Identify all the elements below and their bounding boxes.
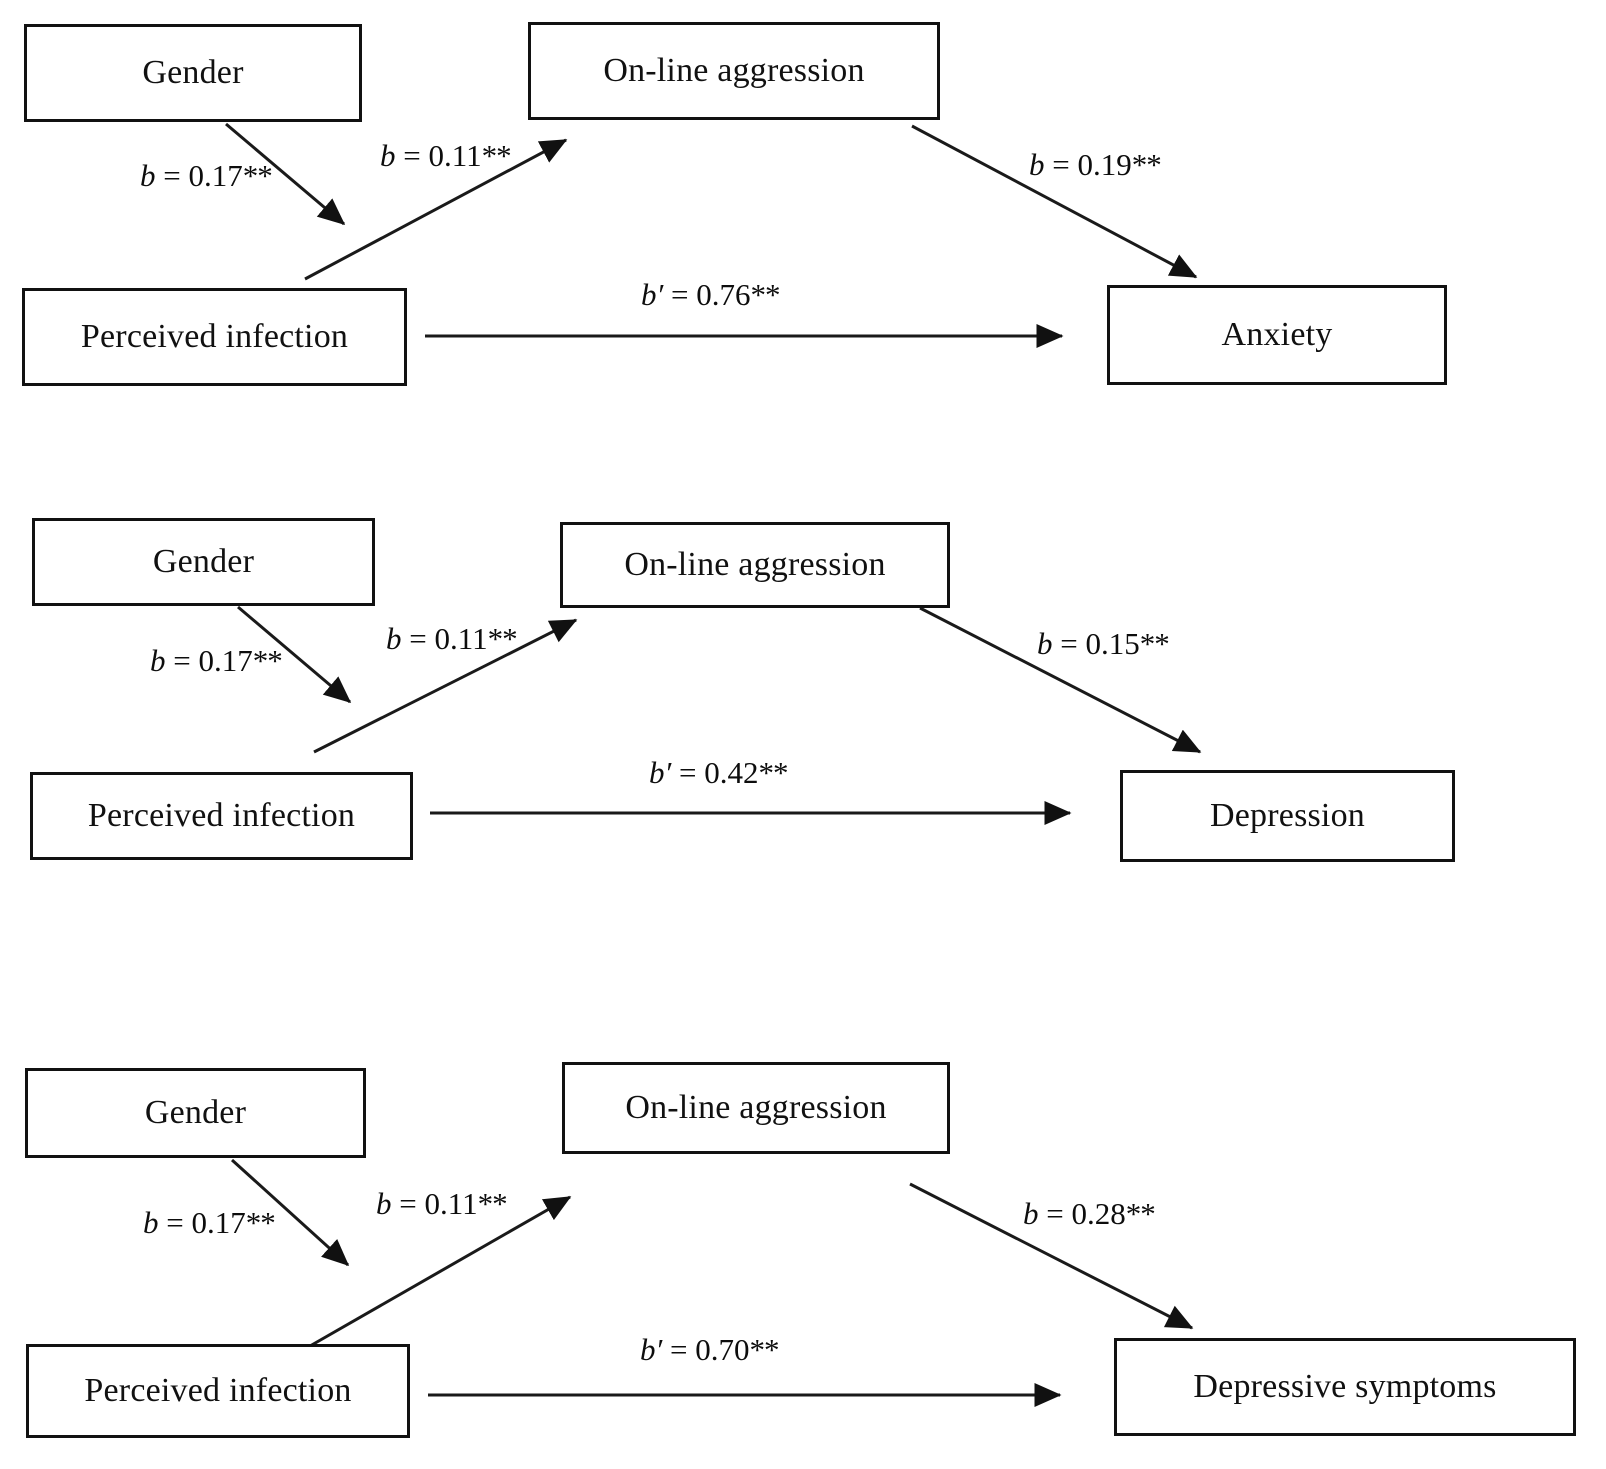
node-online-aggression-label: On-line aggression: [625, 1089, 887, 1127]
panel-depressive-symptoms: Gender On-line aggression Perceived infe…: [0, 1020, 1606, 1469]
node-depression-label: Depression: [1210, 797, 1365, 835]
node-gender[interactable]: Gender: [32, 518, 375, 606]
node-perceived-infection-label: Perceived infection: [84, 1372, 352, 1410]
node-online-aggression[interactable]: On-line aggression: [528, 22, 940, 120]
node-anxiety[interactable]: Anxiety: [1107, 285, 1447, 385]
node-online-aggression[interactable]: On-line aggression: [562, 1062, 950, 1154]
node-depression[interactable]: Depression: [1120, 770, 1455, 862]
edge-label-perceived-infection-to-depression: b′ = 0.42**: [649, 755, 789, 790]
node-perceived-infection-label: Perceived infection: [87, 797, 356, 835]
edge-label-gender-to-perceived-infection: b = 0.17**: [140, 158, 273, 193]
node-anxiety-label: Anxiety: [1221, 316, 1333, 354]
node-perceived-infection[interactable]: Perceived infection: [22, 288, 407, 386]
edge-label-perceived-infection-to-depressive-symptoms: b′ = 0.70**: [640, 1332, 780, 1367]
node-gender[interactable]: Gender: [25, 1068, 366, 1158]
panel-depression: Gender On-line aggression Perceived infe…: [0, 480, 1606, 950]
node-depressive-symptoms[interactable]: Depressive symptoms: [1114, 1338, 1576, 1436]
node-gender-label: Gender: [152, 543, 255, 581]
edge-label-perceived-infection-to-aggression: b = 0.11**: [376, 1186, 508, 1221]
node-depressive-symptoms-label: Depressive symptoms: [1193, 1368, 1497, 1406]
node-perceived-infection[interactable]: Perceived infection: [30, 772, 413, 860]
node-gender[interactable]: Gender: [24, 24, 362, 122]
node-perceived-infection[interactable]: Perceived infection: [26, 1344, 410, 1438]
edge-label-gender-to-perceived-infection: b = 0.17**: [150, 643, 283, 678]
edge-label-perceived-infection-to-aggression: b = 0.11**: [380, 138, 512, 173]
node-online-aggression[interactable]: On-line aggression: [560, 522, 950, 608]
panel-anxiety: Gender On-line aggression Perceived infe…: [0, 0, 1606, 470]
edge-label-aggression-to-depression: b = 0.15**: [1037, 626, 1170, 661]
node-perceived-infection-label: Perceived infection: [80, 318, 349, 356]
node-gender-label: Gender: [142, 54, 244, 92]
node-online-aggression-label: On-line aggression: [603, 52, 865, 90]
edge-label-gender-to-perceived-infection: b = 0.17**: [143, 1205, 276, 1240]
edge-label-aggression-to-depressive-symptoms: b = 0.28**: [1023, 1196, 1156, 1231]
edge-label-perceived-infection-to-anxiety: b′ = 0.76**: [641, 277, 781, 312]
node-online-aggression-label: On-line aggression: [624, 546, 886, 584]
node-gender-label: Gender: [144, 1094, 247, 1132]
edge-label-aggression-to-anxiety: b = 0.19**: [1029, 147, 1162, 182]
edge-label-perceived-infection-to-aggression: b = 0.11**: [386, 621, 518, 656]
